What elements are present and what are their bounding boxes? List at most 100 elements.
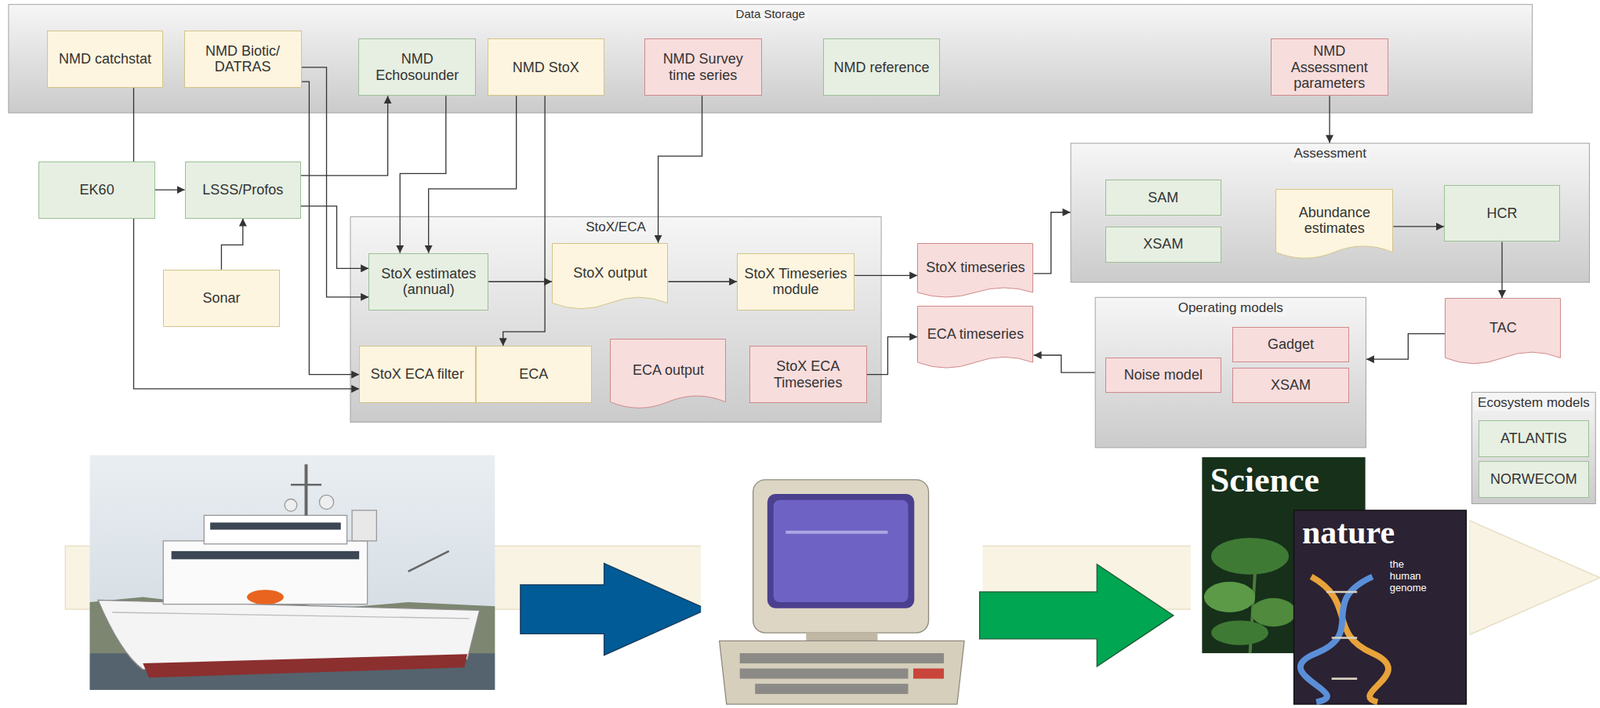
box-label: StoX output (573, 264, 647, 282)
mast (304, 464, 309, 516)
box-label: NMD StoX (512, 59, 580, 77)
box-label: NMD Biotic/ DATRAS (188, 43, 298, 76)
group-panel: Ecosystem modelsATLANTIS NORWECOM (1471, 391, 1597, 505)
connectors (134, 67, 1503, 389)
box-label: Noise model (1124, 366, 1203, 384)
connector-arrow (134, 87, 360, 389)
panel-background (1471, 391, 1596, 504)
box-label: ATLANTIS (1500, 430, 1568, 447)
dna-rung (1326, 591, 1357, 594)
crane (408, 551, 450, 572)
keys (913, 668, 944, 679)
keyboard (719, 640, 965, 704)
document-outline (917, 306, 1034, 369)
document-shape: Abundance estimates (1275, 188, 1394, 265)
panel-background (1095, 297, 1366, 448)
dna-rung (1331, 636, 1358, 639)
connector-arrow (658, 95, 703, 243)
leaf (1211, 537, 1289, 575)
box-label: TAC (1489, 319, 1517, 337)
connector-arrow (1501, 241, 1503, 298)
connector-arrow (1366, 333, 1445, 360)
journal-picture (1190, 453, 1470, 708)
box-label: NMD Echosounder (362, 50, 472, 84)
process-box: ATLANTIS (1478, 420, 1590, 458)
connector-arrow (155, 188, 186, 190)
process-box: XSAM (1232, 367, 1349, 404)
document-outline (610, 339, 726, 409)
box-label: LSSS/Profos (202, 181, 283, 199)
funnel (351, 510, 377, 541)
connector-arrow (488, 281, 552, 283)
box-label: EK60 (79, 181, 115, 199)
screen-line (785, 530, 888, 534)
flow-band-head (1469, 520, 1600, 635)
panel-background (1070, 143, 1590, 283)
keys (740, 653, 944, 664)
group-panel: StoX/ECAStoX estimates (annual)StoX outp… (349, 216, 882, 423)
illustration (65, 453, 1600, 708)
box-label: Abundance estimates (1280, 204, 1389, 237)
document-shape: StoX timeseries (917, 243, 1034, 302)
panel-title: Data Storage (732, 7, 809, 22)
ship-picture (90, 455, 496, 690)
process-box: NORWECOM (1478, 460, 1590, 498)
mast (290, 483, 322, 487)
process-box: Gadget (1232, 326, 1349, 363)
monitor (753, 479, 929, 633)
box-label: NORWECOM (1490, 471, 1578, 488)
box-label: StoX timeseries (925, 259, 1025, 276)
windows (171, 551, 360, 559)
process-box: NMD Assessment parameters (1270, 38, 1389, 96)
superstructure (163, 540, 367, 605)
radar-dome (284, 499, 298, 512)
computer-picture (700, 459, 983, 708)
process-box: NMD Survey time series (644, 38, 762, 96)
process-box: NMD Echosounder (358, 38, 476, 96)
process-box: NMD Biotic/ DATRAS (184, 30, 302, 88)
cover-title: Science (1210, 460, 1320, 501)
box-label: StoX ECA Timeseries (754, 358, 863, 391)
process-box: NMD catchstat (47, 30, 164, 88)
hull-stripe (142, 653, 468, 678)
process-box: Noise model (1105, 357, 1222, 394)
radar-dome (319, 494, 334, 509)
connector-arrow (301, 81, 360, 375)
dna-strand (1300, 576, 1373, 702)
panel-title: Assessment (1290, 145, 1370, 162)
group-panel: Operating modelsNoise model GadgetXSAM (1095, 297, 1367, 449)
process-box: LSSS/Profos (185, 161, 302, 219)
lifeboat (246, 589, 284, 604)
box-label: XSAM (1142, 235, 1183, 253)
keys (740, 668, 909, 679)
photo-ground (700, 459, 983, 708)
document-outline (552, 243, 668, 309)
box-label: StoX ECA filter (370, 366, 465, 383)
panel-title: Operating models (1175, 300, 1287, 316)
blue-arrow (520, 563, 708, 656)
leaf (1204, 581, 1256, 613)
bezel (767, 493, 915, 609)
process-box: StoX estimates (annual) (368, 253, 489, 311)
box-label: Gadget (1267, 336, 1314, 353)
group-panel: AssessmentSAM XSAM Abundance estimates HCR (1070, 142, 1590, 283)
cover-title: the human genome (1389, 558, 1437, 595)
sky (90, 455, 496, 690)
panel-title: Ecosystem models (1474, 395, 1593, 411)
process-box: XSAM (1105, 226, 1222, 263)
box-label: SAM (1147, 189, 1179, 207)
document-shape: StoX output (551, 243, 668, 315)
nature-cover (1294, 510, 1467, 704)
document-outline (917, 243, 1034, 298)
process-box: ECA (475, 345, 592, 403)
process-box: StoX ECA Timeseries (749, 345, 868, 403)
box-label: StoX Timeseries module (741, 265, 850, 298)
deck-line (112, 612, 470, 619)
document-outline (1445, 298, 1561, 364)
box-label: ECA output (632, 362, 704, 379)
process-box: NMD StoX (487, 38, 604, 96)
box-label: Sonar (202, 290, 240, 307)
process-box: HCR (1443, 185, 1561, 243)
box-label: NMD catchstat (58, 50, 152, 68)
storage-band: Data StorageNMD catchstat NMD Biotic/ DAT… (7, 3, 1533, 113)
